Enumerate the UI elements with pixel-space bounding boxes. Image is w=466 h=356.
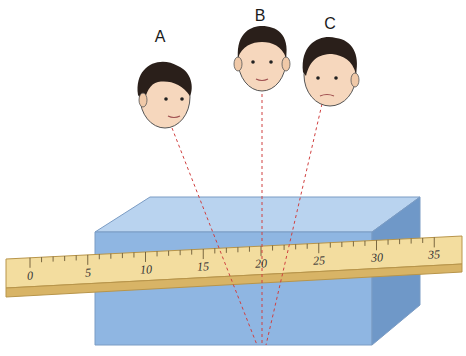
- sight-lines: [172, 88, 322, 345]
- ruler-edge: [6, 264, 462, 297]
- scale-number: 30: [370, 251, 383, 267]
- scale-number: 35: [428, 248, 441, 264]
- scale-number: 10: [139, 262, 152, 278]
- ruler-tick: [237, 247, 238, 252]
- ruler-tick: [76, 255, 77, 260]
- ruler-tick: [434, 237, 435, 247]
- ruler-tick: [388, 240, 389, 245]
- ruler-tick: [422, 238, 423, 243]
- ruler-tick: [110, 254, 111, 259]
- head-b: [234, 26, 290, 91]
- ruler-tick: [99, 254, 100, 259]
- ruler-tick: [411, 239, 412, 244]
- person-label: A: [155, 28, 166, 46]
- scale-number: 0: [27, 268, 34, 283]
- ruler-tick: [64, 256, 65, 261]
- ruler-tick: [261, 246, 262, 256]
- person-label: B: [255, 7, 266, 25]
- ruler-tick: [133, 253, 134, 258]
- ruler-tick: [364, 241, 365, 246]
- ruler-tick: [318, 243, 319, 253]
- scale-number: 25: [312, 253, 325, 269]
- ruler-tick: [284, 245, 285, 250]
- ruler-tick: [203, 249, 204, 259]
- scale-number: 15: [197, 259, 210, 275]
- ruler-tick: [87, 255, 88, 265]
- ruler-tick: [330, 243, 331, 248]
- ruler-tick: [30, 258, 31, 268]
- ruler-tick: [168, 251, 169, 256]
- scale-number: 5: [84, 265, 91, 280]
- ruler-tick: [214, 248, 215, 253]
- ruler-tick: [53, 257, 54, 262]
- ruler-ticks: [30, 237, 434, 267]
- block-top: [95, 197, 420, 232]
- ruler-tick: [122, 253, 123, 258]
- ruler-tick: [249, 247, 250, 252]
- ruler-tick: [180, 250, 181, 255]
- ruler-tick: [353, 241, 354, 246]
- ruler-tick: [307, 244, 308, 249]
- ruler-tick: [145, 252, 146, 262]
- ruler-tick: [295, 244, 296, 249]
- ruler-tick: [376, 240, 377, 250]
- person-label: C: [324, 15, 336, 33]
- ruler-tick: [226, 248, 227, 253]
- ruler-tick: [399, 239, 400, 244]
- ruler-tick: [191, 250, 192, 255]
- head-c: [303, 37, 359, 106]
- ruler-tick: [41, 257, 42, 262]
- scale-number: 20: [255, 256, 268, 272]
- ruler-tick: [272, 246, 273, 251]
- ruler-tick: [157, 251, 158, 256]
- ruler-tick: [341, 242, 342, 247]
- head-a: [138, 62, 192, 128]
